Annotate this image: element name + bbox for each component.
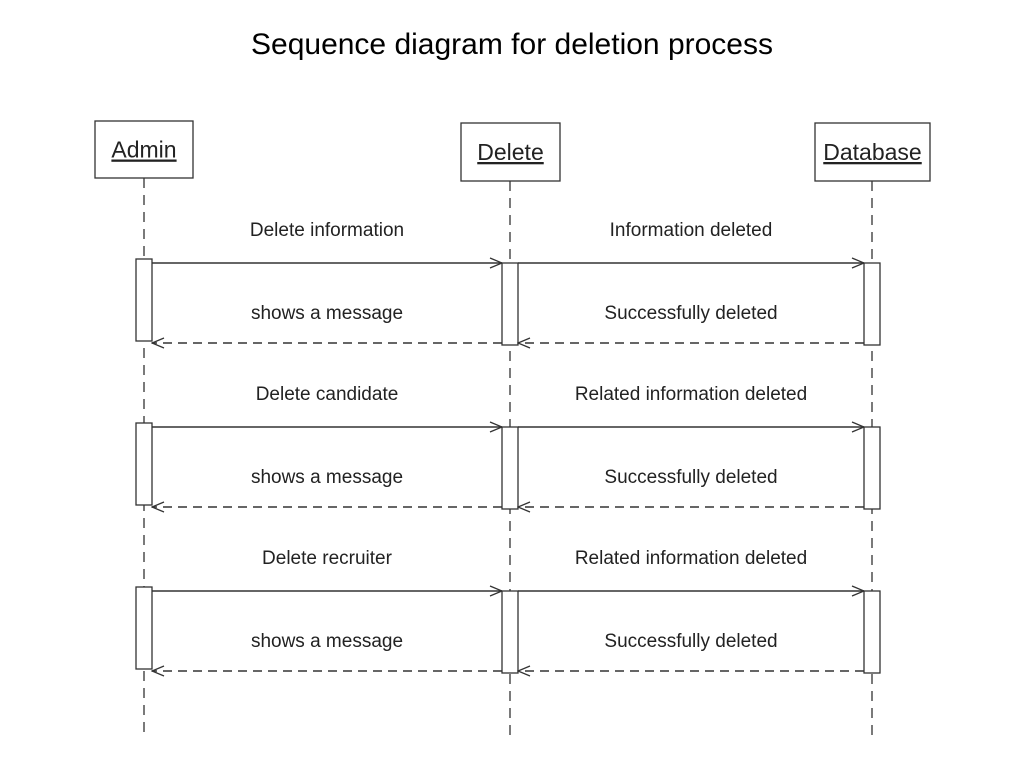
message-label: Delete information [250,220,404,241]
activation-delete-1 [501,262,519,346]
message-label: shows a message [251,303,403,324]
activation-delete-3 [501,590,519,674]
participant-label-delete: Delete [477,139,543,165]
activation-admin-2 [135,422,153,506]
participant-box-delete [460,122,561,182]
diagram-title: Sequence diagram for deletion process [251,28,773,61]
participant-box-database [814,122,931,182]
message-label: Related information deleted [575,548,807,569]
message-label: Successfully deleted [604,467,777,488]
message-label: Successfully deleted [604,303,777,324]
activation-database-2 [863,426,881,510]
participant-box-admin [94,120,194,179]
message-label: shows a message [251,631,403,652]
message-label: Delete recruiter [262,548,393,569]
activation-admin-1 [135,258,153,342]
activation-database-1 [863,262,881,346]
participant-label-admin: Admin [111,137,176,163]
message-label: Information deleted [610,220,773,241]
activation-database-3 [863,590,881,674]
message-label: Successfully deleted [604,631,777,652]
activation-delete-2 [501,426,519,510]
message-label: shows a message [251,467,403,488]
participant-label-database: Database [823,139,921,165]
activation-admin-3 [135,586,153,670]
message-label: Related information deleted [575,384,807,405]
message-label: Delete candidate [256,384,399,405]
